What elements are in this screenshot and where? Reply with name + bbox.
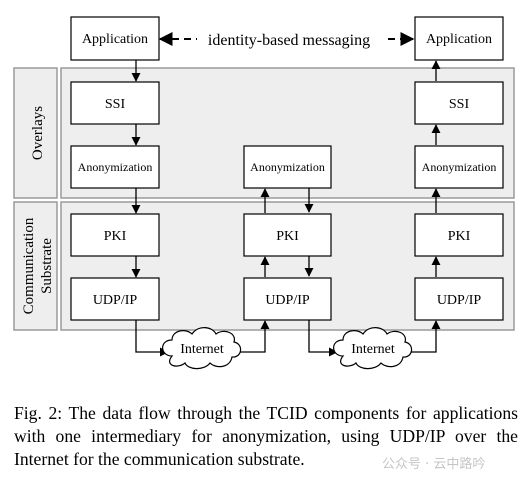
anon-right-node: Anonymization xyxy=(414,145,504,189)
overlays-label-panel xyxy=(13,67,58,199)
messaging-label-bg xyxy=(197,27,385,51)
udp-left-label: UDP/IP xyxy=(93,293,138,308)
path-internet-2-to-udp-right xyxy=(408,320,441,353)
udp-right-label: UDP/IP xyxy=(437,293,482,308)
udp-right-node: UDP/IP xyxy=(414,277,504,321)
internet-cloud-1: Internet xyxy=(162,327,242,370)
figure-caption: Fig. 2: The data flow through the TCID c… xyxy=(14,403,518,469)
pki-mid-label: PKI xyxy=(276,229,299,244)
app-right-node: Application xyxy=(414,16,504,61)
pki-right-node: PKI xyxy=(414,213,504,257)
tcid-data-flow-diagram: Overlays Communication Substrate identit… xyxy=(13,16,515,370)
anon-right-label: Anonymization xyxy=(422,160,497,174)
pki-left-label: PKI xyxy=(104,229,127,244)
ssi-right-node: SSI xyxy=(414,81,504,125)
app-left-label: Application xyxy=(82,32,148,47)
anon-left-node: Anonymization xyxy=(70,145,160,189)
udp-mid-node: UDP/IP xyxy=(243,277,332,321)
udp-left-node: UDP/IP xyxy=(70,277,160,321)
ssi-left-label: SSI xyxy=(105,97,126,112)
anon-mid-label: Anonymization xyxy=(250,160,325,174)
anon-mid-node: Anonymization xyxy=(243,145,332,189)
anon-left-label: Anonymization xyxy=(78,160,153,174)
watermark: 公众号 · 云中路吟 xyxy=(382,457,486,472)
ssi-left-node: SSI xyxy=(70,81,160,125)
pki-mid-node: PKI xyxy=(243,213,332,257)
internet-1-label: Internet xyxy=(180,342,224,357)
internet-2-label: Internet xyxy=(351,342,395,357)
substrate-label-line2: Substrate xyxy=(39,238,55,294)
ssi-right-label: SSI xyxy=(449,97,470,112)
substrate-label-line1: Communication xyxy=(21,217,37,314)
path-udp-mid-to-internet-2 xyxy=(308,320,338,357)
path-internet-1-to-udp-mid xyxy=(237,320,270,353)
path-udp-left-to-internet-1 xyxy=(135,320,169,357)
internet-cloud-2: Internet xyxy=(333,327,413,370)
app-left-node: Application xyxy=(70,16,160,61)
app-right-label: Application xyxy=(426,32,492,47)
udp-mid-label: UDP/IP xyxy=(265,293,310,308)
pki-left-node: PKI xyxy=(70,213,160,257)
identity-messaging-label: identity-based messaging xyxy=(208,32,370,49)
substrate-label-panel xyxy=(13,201,58,331)
overlays-label: Overlays xyxy=(30,106,46,160)
pki-right-label: PKI xyxy=(448,229,471,244)
